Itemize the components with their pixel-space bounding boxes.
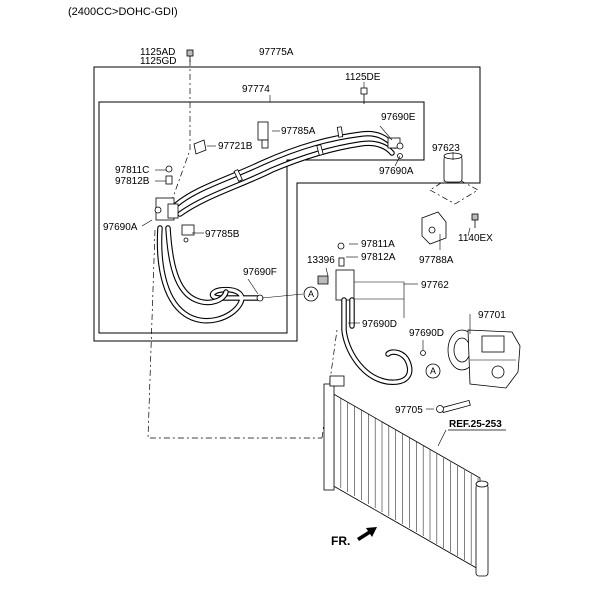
callout-97785a: 97785A	[281, 126, 316, 137]
clamp-97785b	[181, 224, 195, 243]
hose-assembly-97774	[154, 126, 404, 221]
bracket-97788a	[421, 211, 447, 245]
callout-97690a-left: 97690A	[103, 222, 138, 233]
callout-97762: 97762	[421, 280, 449, 291]
callout-97811a: 97811A	[361, 239, 395, 250]
bolt-1125ad	[186, 49, 194, 62]
suction-hose	[156, 225, 264, 324]
callout-1125de: 1125DE	[345, 72, 381, 83]
callout-97775a: 97775A	[259, 47, 294, 58]
callout-97721b: 97721B	[218, 141, 253, 152]
callout-1140ex: 1140EX	[458, 233, 493, 244]
callout-97623: 97623	[432, 143, 460, 154]
callout-97812b: 97812B	[115, 176, 150, 187]
bolt-97705	[436, 399, 471, 414]
locator-lines	[147, 60, 479, 439]
leader-lines	[141, 82, 471, 447]
compressor-97701	[447, 329, 521, 389]
callout-97690e: 97690E	[381, 112, 416, 123]
callout-97788a: 97788A	[419, 255, 454, 266]
callout-97785b: 97785B	[205, 229, 240, 240]
callout-97690a-right: 97690A	[379, 166, 414, 177]
hose-97762	[317, 242, 426, 385]
callout-97701: 97701	[478, 310, 506, 321]
callout-1125gd: 1125GD	[140, 56, 177, 67]
front-arrow-icon	[357, 527, 377, 541]
bolt-1140ex	[471, 213, 479, 228]
callout-13396: 13396	[307, 255, 335, 266]
clamp-97721b	[193, 139, 207, 155]
callout-97705: 97705	[395, 405, 423, 416]
svg-text:A: A	[430, 366, 436, 376]
group-box-97775a	[93, 66, 481, 342]
callout-97690d-right: 97690D	[409, 328, 444, 339]
clamp-97785a	[257, 121, 269, 149]
reference-label: REF.25-253	[449, 419, 502, 430]
callout-97811c: 97811C	[115, 165, 149, 176]
condenser	[323, 375, 489, 577]
svg-text:A: A	[308, 289, 314, 299]
callout-97812a: 97812A	[361, 252, 396, 263]
front-indicator-label: FR.	[331, 534, 350, 548]
valve-cores-97811c-97812b	[165, 165, 173, 185]
callout-97690f: 97690F	[243, 267, 277, 278]
callout-1125ad: 1125AD	[140, 47, 175, 58]
joint-marker-a-upper: A	[303, 286, 319, 302]
engine-variant-label: (2400CC>DOHC-GDI)	[68, 6, 178, 18]
joint-marker-a-lower: A	[425, 363, 441, 379]
group-box-97774	[98, 101, 425, 334]
callout-97690d-left: 97690D	[362, 319, 397, 330]
callout-97774: 97774	[242, 84, 270, 95]
